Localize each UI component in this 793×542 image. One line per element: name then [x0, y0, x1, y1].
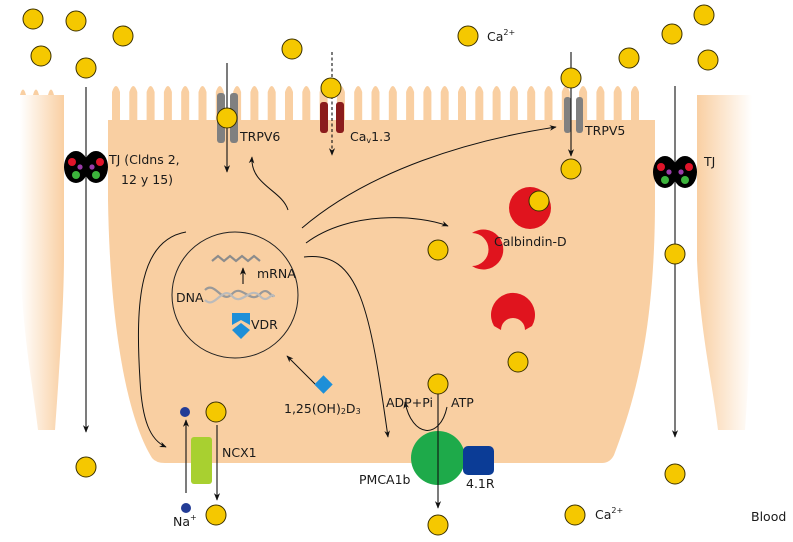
cav13-channel	[320, 52, 344, 156]
microvillus	[267, 86, 276, 122]
microvillus	[129, 86, 138, 122]
microvillus	[146, 86, 155, 122]
sodium-ion-icon	[180, 407, 190, 417]
microvillus	[527, 86, 536, 122]
calbindin-label: Calbindin-D	[494, 234, 567, 249]
microvillus	[492, 86, 501, 122]
dna-label: DNA	[176, 290, 204, 305]
microvillus	[631, 86, 639, 122]
protein-4-1r-label: 4.1R	[466, 476, 495, 491]
calcium-ion-icon	[75, 456, 97, 478]
calcium-ion-icon	[427, 514, 449, 536]
tj-right-label: TJ	[703, 154, 715, 169]
microvillus	[406, 86, 415, 122]
vitamin-d-diamond-icon	[314, 375, 333, 394]
nucleus	[171, 231, 299, 359]
tj-left-label-line1: TJ (Cldns 2,	[108, 152, 180, 167]
vdr-label: VDR	[251, 317, 278, 332]
regulation-arrows	[137, 125, 557, 448]
calcium-ion-icon	[205, 401, 227, 423]
blood-label: Blood	[751, 509, 786, 524]
calcium-ion-icon	[560, 158, 582, 180]
calcium-ion-icon	[528, 190, 550, 212]
microvillus	[440, 86, 449, 122]
microvillus	[198, 86, 207, 122]
calcium-ion-icon	[664, 463, 686, 485]
calcium-ion-icon	[216, 107, 238, 129]
calcium-ion-icon	[205, 504, 227, 526]
mrna-strand-icon	[211, 254, 261, 263]
microvillus	[250, 86, 259, 122]
trpv6-label: TRPV6	[239, 129, 280, 144]
atp-label: ATP	[451, 395, 474, 410]
vitamin-d-label: 1,25(OH)2D3	[284, 401, 361, 416]
microvillus	[596, 86, 605, 122]
calcium-ion-icon	[661, 23, 683, 45]
tj-left-label-line2: 12 y 15)	[121, 172, 173, 187]
trpv5-label: TRPV5	[584, 123, 625, 138]
calcium-ion-icon	[427, 239, 449, 261]
calcium-ion-icon	[664, 243, 686, 265]
microvillus	[509, 86, 518, 122]
dna-helix-icon	[204, 286, 276, 304]
microvillus	[458, 86, 466, 122]
ncx1-label: NCX1	[222, 445, 257, 460]
microvillus	[181, 86, 190, 122]
microvillus	[613, 86, 622, 122]
cav13-label: Cav1.3	[350, 129, 391, 145]
na-label: Na+	[173, 513, 197, 529]
microvillus	[163, 86, 172, 122]
microvillus	[302, 86, 311, 122]
calcium-ion-icon	[560, 67, 582, 89]
ncx1-exchanger	[191, 437, 212, 484]
pmca1b-label: PMCA1b	[359, 472, 411, 487]
microvillus	[112, 86, 120, 122]
protein-4-1r	[463, 446, 494, 475]
tight-junction-right	[653, 156, 697, 188]
microvillus	[354, 86, 363, 122]
calcium-ion-icon	[112, 25, 134, 47]
tight-junction-left	[64, 151, 108, 183]
calcium-ion-icon	[618, 47, 640, 69]
calcium-ion-icon	[320, 77, 342, 99]
sodium-ion-icon	[181, 503, 191, 513]
calcium-ion-icon	[75, 57, 97, 79]
trpv5-channel	[564, 52, 583, 157]
calcium-ion-icon	[30, 45, 52, 67]
mrna-label: mRNA	[257, 266, 296, 281]
ca-bottom-label: Ca2+	[595, 506, 623, 522]
vdr-receptor-icon	[232, 313, 250, 339]
microvillus	[371, 86, 380, 122]
calcium-ion-icon	[697, 49, 719, 71]
adp-pi-label: ADP+Pi	[386, 395, 433, 410]
calcium-ions	[22, 4, 719, 536]
ca-top-label: Ca2+	[487, 28, 515, 44]
microvillus	[544, 86, 553, 122]
microvillus	[475, 86, 484, 122]
microvillus	[423, 86, 432, 122]
microvillus	[285, 86, 293, 122]
calcium-ion-icon	[564, 504, 586, 526]
calcium-ion-icon	[457, 25, 479, 47]
calcium-ion-icon	[507, 351, 529, 373]
microvillus	[388, 86, 397, 122]
calcium-ion-icon	[427, 373, 449, 395]
right-neighbor-cell	[697, 95, 752, 430]
calcium-ion-icon	[281, 38, 303, 60]
calcium-ion-icon	[693, 4, 715, 26]
calcium-ion-icon	[65, 10, 87, 32]
calcium-ion-icon	[22, 8, 44, 30]
left-neighbor-cell	[20, 89, 64, 430]
